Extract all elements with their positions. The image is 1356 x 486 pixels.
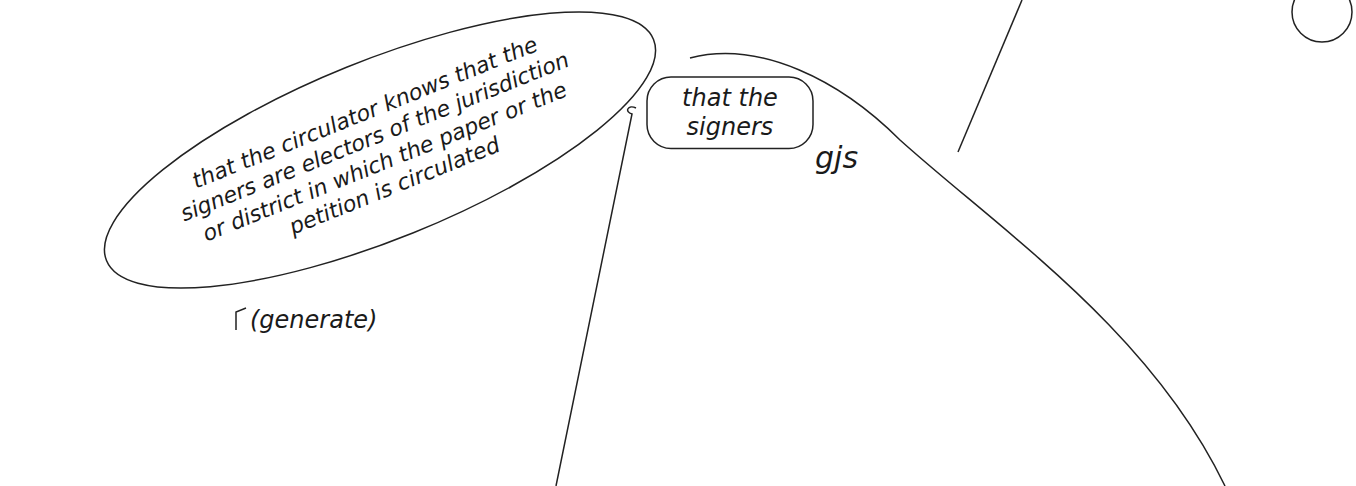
- leader-line: [556, 107, 636, 486]
- text-holder: that the signers: [646, 76, 814, 150]
- note-label: gjs: [815, 140, 858, 175]
- note-label: (generate): [250, 306, 377, 334]
- blob-outline: [73, 0, 687, 343]
- rounded-box: that the signers: [646, 76, 814, 150]
- blob-shape: that the circulator knows that the signe…: [0, 0, 760, 320]
- bracket-mark: [236, 308, 246, 330]
- top-stroke: [958, 0, 1022, 152]
- node-text: that the signers: [660, 84, 800, 142]
- box-outline: [647, 77, 813, 149]
- text-holder: that the circulator knows that the signe…: [156, 19, 604, 282]
- corner-circle: [1292, 0, 1352, 42]
- node-text: that the circulator knows that the signe…: [156, 19, 604, 282]
